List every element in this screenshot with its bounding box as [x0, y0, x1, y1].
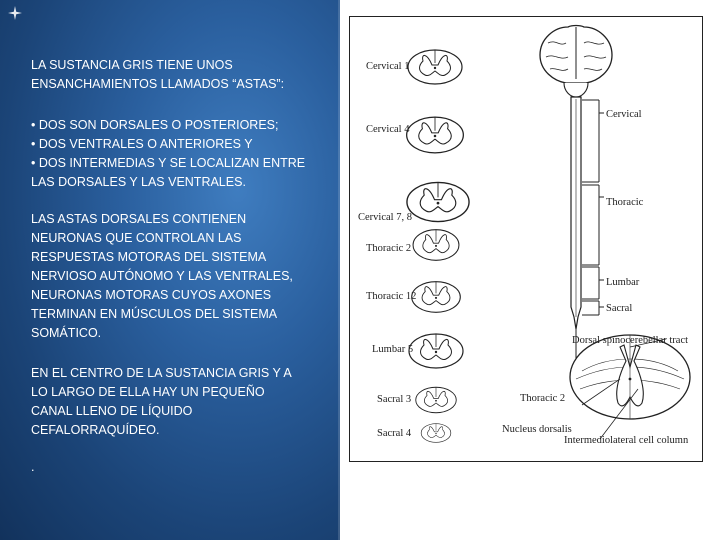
detail-leader-lines	[581, 338, 667, 440]
paragraph-dorsal-horns: LAS ASTAS DORSALES CONTIENEN NEURONAS QU…	[31, 210, 331, 343]
text-line: • DOS VENTRALES O ANTERIORES Y	[31, 137, 253, 151]
label-dorsal-spinocerebellar-tract: Dorsal spinocerebellar tract	[572, 335, 688, 346]
text-line: RESPUESTAS MOTORAS DEL SISTEMA	[31, 250, 267, 264]
label-thoracic-12: Thoracic 12	[366, 291, 416, 302]
text-line: ENSANCHAMIENTOS LLAMADOS “ASTAS”:	[31, 77, 285, 91]
text-line: CANAL LLENO DE LÍQUIDO	[31, 404, 193, 418]
cross-section-thoracic-12	[411, 281, 461, 313]
cross-section-thoracic-2	[412, 229, 460, 261]
text-line: • DOS INTERMEDIAS Y SE LOCALIZAN ENTRE	[31, 156, 306, 170]
text-line: EN EL CENTRO DE LA SUSTANCIA GRIS Y A	[31, 366, 292, 380]
label-region-lumbar: Lumbar	[606, 277, 640, 288]
label-intermediolateral-cell-column: Intermediolateral cell column	[564, 435, 689, 446]
label-thoracic-2-detail: Thoracic 2	[520, 393, 565, 404]
text-line: LO LARGO DE ELLA HAY UN PEQUEÑO	[31, 385, 265, 399]
paragraph-astas-intro: LA SUSTANCIA GRIS TIENE UNOS ENSANCHAMIE…	[31, 56, 331, 94]
label-region-cervical: Cervical	[606, 109, 642, 120]
cross-section-cervical-1	[407, 49, 463, 85]
label-region-thoracic: Thoracic	[606, 197, 644, 208]
text-line: LAS ASTAS DORSALES CONTIENEN	[31, 212, 247, 226]
text-line: NEURONAS MOTORAS CUYOS AXONES	[31, 288, 272, 302]
label-cervical-4: Cervical 4	[366, 124, 410, 135]
thoracic-detail-section	[569, 334, 691, 420]
label-cervical-7-8: Cervical 7, 8	[358, 212, 412, 223]
text-line: NEURONAS QUE CONTROLAN LAS	[31, 231, 242, 245]
label-sacral-4: Sacral 4	[377, 428, 412, 439]
label-region-sacral: Sacral	[606, 303, 632, 314]
label-sacral-3: Sacral 3	[377, 394, 411, 405]
text-line: SOMÁTICO.	[31, 326, 102, 340]
label-thoracic-2: Thoracic 2	[366, 243, 411, 254]
text-line: NERVIOSO AUTÓNOMO Y LAS VENTRALES,	[31, 269, 293, 283]
cross-section-sacral-3	[415, 386, 457, 414]
cross-section-sacral-4	[420, 423, 452, 443]
text-line: LAS DORSALES Y LAS VENTRALES.	[31, 175, 246, 189]
label-nucleus-dorsalis: Nucleus dorsalis	[502, 424, 572, 435]
text-panel: LA SUSTANCIA GRIS TIENE UNOS ENSANCHAMIE…	[0, 0, 340, 540]
text-line: • DOS SON DORSALES O POSTERIORES;	[31, 118, 279, 132]
cross-section-lumbar-5	[408, 333, 464, 369]
paragraph-central-canal: EN EL CENTRO DE LA SUSTANCIA GRIS Y A LO…	[31, 364, 331, 440]
cross-section-cervical-7-8	[406, 181, 470, 223]
sparkle-icon	[8, 6, 22, 20]
paragraph-astas-list: • DOS SON DORSALES O POSTERIORES; • DOS …	[31, 116, 331, 192]
spinal-cord-diagram: Cervical 1 Cervical 4 Cervical 7, 8 Thor…	[358, 24, 691, 446]
spinal-cord-figure: Cervical 1 Cervical 4 Cervical 7, 8 Thor…	[349, 16, 703, 462]
text-line: TERMINAN EN MÚSCULOS DEL SISTEMA	[31, 307, 278, 321]
text-line: CEFALORRAQUÍDEO.	[31, 423, 160, 437]
text-line: LA SUSTANCIA GRIS TIENE UNOS	[31, 58, 233, 72]
label-cervical-1: Cervical 1	[366, 61, 409, 72]
spinal-cord-column	[570, 96, 582, 362]
brain-illustration	[539, 24, 613, 98]
cross-section-cervical-4	[406, 116, 464, 154]
trailing-dot: .	[31, 460, 35, 474]
spinal-region-brackets	[582, 99, 604, 316]
label-lumbar-5: Lumbar 5	[372, 344, 413, 355]
